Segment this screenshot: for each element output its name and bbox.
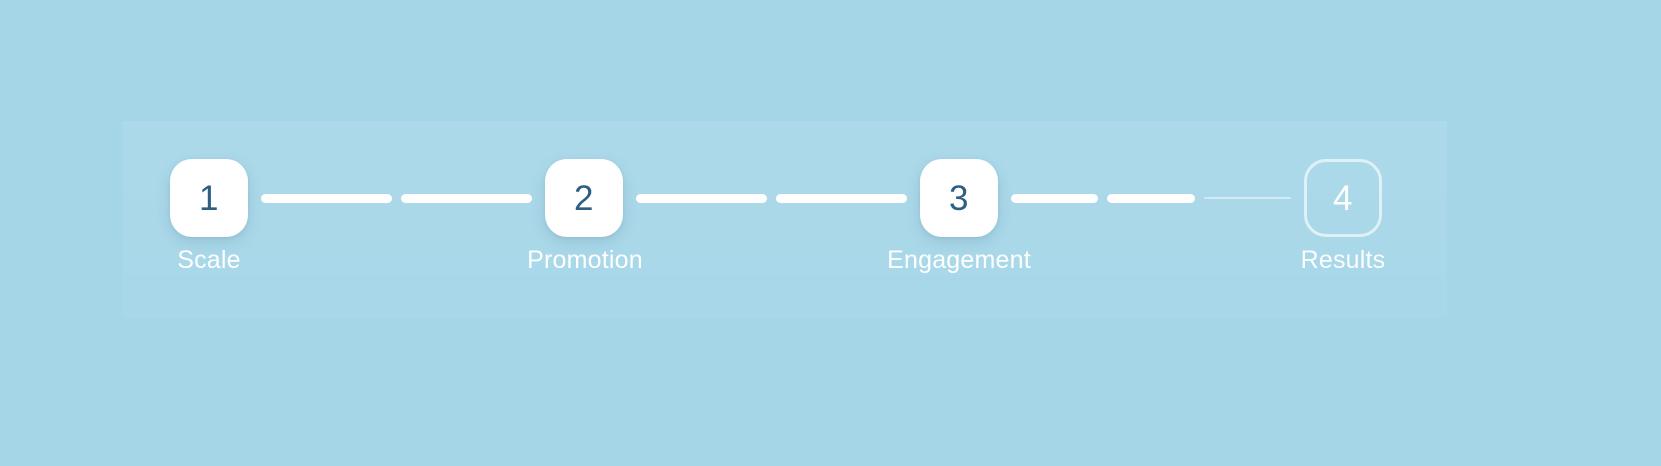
- step-number-4: 4: [1333, 178, 1353, 218]
- connector-segment-filled: [776, 193, 907, 203]
- connector-2-3: [623, 193, 920, 203]
- connector-3-4: [998, 193, 1304, 203]
- step-node-1[interactable]: 1: [170, 159, 248, 237]
- connector-segment-filled: [1011, 193, 1099, 203]
- stepper-labels: Scale Promotion Engagement Results: [0, 248, 1661, 288]
- connector-segment-filled: [636, 193, 767, 203]
- connector-segment-filled: [1107, 193, 1195, 203]
- step-label-promotion: Promotion: [527, 246, 643, 274]
- step-number-3: 3: [949, 178, 969, 218]
- connector-segment-empty: [1203, 197, 1291, 199]
- step-node-3[interactable]: 3: [920, 159, 998, 237]
- step-node-2[interactable]: 2: [545, 159, 623, 237]
- step-node-4[interactable]: 4: [1304, 159, 1382, 237]
- step-label-scale: Scale: [177, 246, 241, 274]
- connector-segment-filled: [261, 193, 392, 203]
- step-number-1: 1: [199, 178, 219, 218]
- step-label-engagement: Engagement: [887, 246, 1031, 274]
- stepper-rail: 1 2 3 4: [170, 159, 1382, 237]
- connector-segment-filled: [401, 193, 532, 203]
- connector-1-2: [248, 193, 545, 203]
- stepper-panel: [123, 121, 1447, 318]
- step-number-2: 2: [574, 178, 594, 218]
- step-label-results: Results: [1300, 246, 1386, 274]
